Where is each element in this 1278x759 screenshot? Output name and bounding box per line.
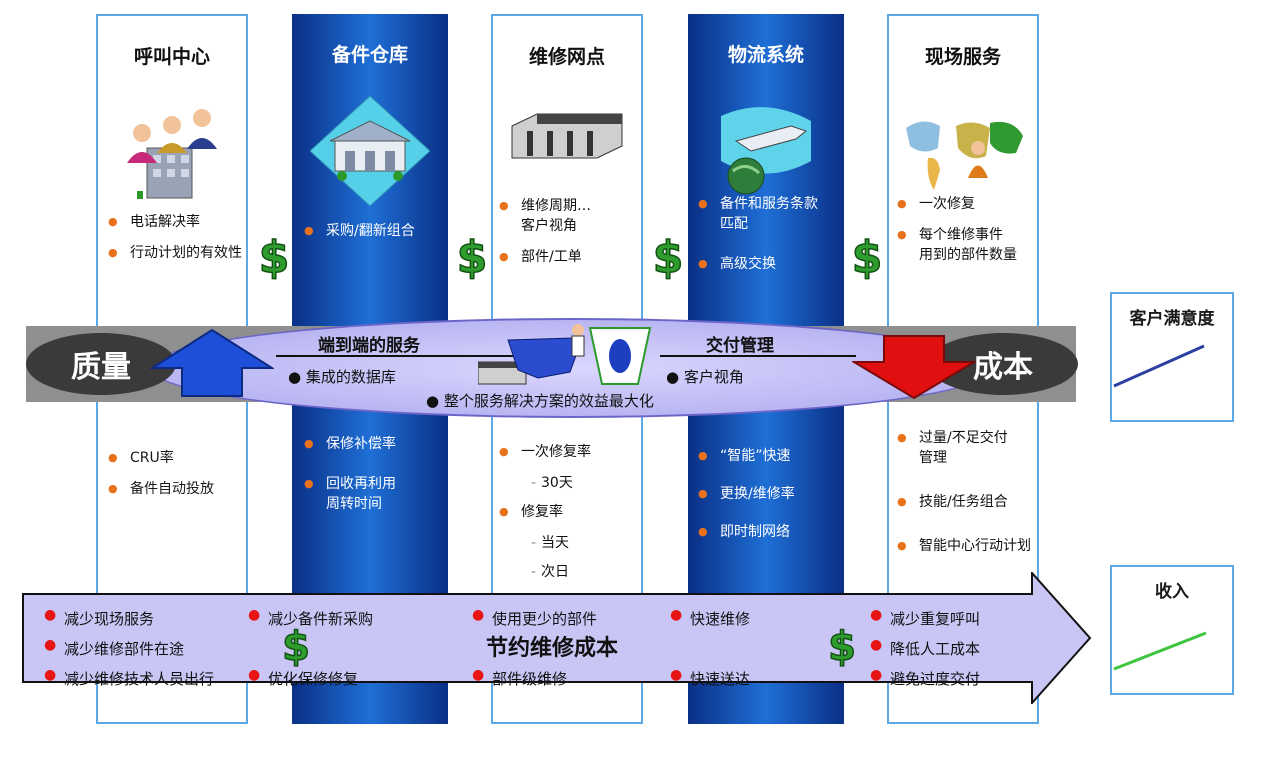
world-map-icon (889, 98, 1037, 208)
integrated-database-text: ● 集成的数据库 (288, 368, 396, 386)
up-arrow-icon (150, 328, 274, 397)
revenue-title: 收入 (1155, 582, 1189, 602)
warehouse-top-list: 采购/翻新组合 (304, 221, 415, 252)
list-item: 保修补偿率 (304, 434, 396, 454)
call-center-top-list: 电话解决率 行动计划的有效性 (108, 212, 242, 274)
svg-text:$: $ (852, 232, 883, 280)
trend-up-line (1113, 631, 1207, 671)
dollar-icon: $ (851, 232, 883, 280)
list-sub-item: 次日 (499, 562, 591, 582)
repair-bottom-list: 一次修复率 30天 修复率 当天 次日 (499, 442, 591, 591)
call-center-bottom-list: CRU率 备件自动投放 (108, 448, 214, 510)
column-title: 维修网点 (528, 46, 605, 68)
column-title: 备件仓库 (331, 44, 408, 66)
dollar-icon: $ (456, 232, 488, 280)
list-sub-item: 30天 (499, 473, 591, 493)
savings-item: 快速送达 (670, 667, 750, 689)
field-bottom-list: 过量/不足交付 管理 技能/任务组合 智能中心行动计划 (897, 428, 1031, 567)
column-title: 现场服务 (924, 46, 1001, 68)
savings-item: 优化保修修复 (248, 667, 358, 689)
list-item: 备件自动投放 (108, 479, 214, 499)
list-item: 智能中心行动计划 (897, 536, 1031, 556)
bullet-text: 客户视角 (683, 368, 744, 386)
bullet-text: 整个服务解决方案的效益最大化 (443, 392, 654, 410)
list-item: 电话解决率 (108, 212, 242, 232)
dollar-icon: $ (281, 623, 310, 668)
savings-item: 减少维修技术人员出行 (44, 667, 214, 689)
delivery-management-title: 交付管理 (706, 336, 774, 356)
call-center-people-icon (98, 98, 246, 208)
dollar-icon: $ (827, 623, 856, 668)
savings-item: 降低人工成本 (870, 637, 980, 659)
end-to-end-service-title: 端到端的服务 (318, 336, 420, 356)
repair-top-list: 维修周期… 客户视角 部件/工单 (499, 196, 591, 278)
trend-up-line (1113, 344, 1205, 388)
svg-text:$: $ (457, 232, 488, 280)
logistics-bottom-list: “智能”快速 更换/维修率 即时制网络 (698, 446, 795, 553)
list-item: 一次修复 (897, 194, 1017, 214)
svg-text:$: $ (653, 232, 684, 280)
usa-map-icon (478, 324, 652, 385)
list-item: 一次修复率 (499, 442, 591, 462)
list-item: 回收再利用 周转时间 (304, 474, 396, 514)
savings-item: 部件级维修 (472, 667, 567, 689)
logistics-top-list: 备件和服务条款 匹配 高级交换 (698, 194, 818, 285)
dollar-icon: $ (652, 232, 684, 280)
list-item: 高级交换 (698, 254, 818, 274)
list-sub-item: 当天 (499, 533, 591, 553)
down-arrow-icon (852, 335, 976, 400)
revenue-box: 收入 (1110, 565, 1234, 695)
warehouse-bottom-list: 保修补偿率 回收再利用 周转时间 (304, 434, 396, 525)
list-item: 备件和服务条款 匹配 (698, 194, 818, 234)
customer-view-text: ● 客户视角 (666, 368, 744, 386)
svg-text:$: $ (828, 624, 856, 668)
savings-item: 减少现场服务 (44, 607, 154, 629)
list-item: 过量/不足交付 管理 (897, 428, 1031, 468)
list-item: 采购/翻新组合 (304, 221, 415, 241)
savings-item: 减少维修部件在途 (44, 637, 184, 659)
list-item: 更换/维修率 (698, 484, 795, 504)
list-item: 部件/工单 (499, 247, 591, 267)
savings-item: 快速维修 (670, 607, 750, 629)
column-title: 呼叫中心 (133, 46, 210, 68)
list-item: 行动计划的有效性 (108, 243, 242, 263)
warehouse-icon (292, 96, 448, 206)
maximize-benefit-text: ● 整个服务解决方案的效益最大化 (426, 392, 654, 410)
cost-label: 成本 (928, 333, 1078, 395)
divider (660, 355, 856, 357)
list-item: CRU率 (108, 448, 214, 468)
svg-text:$: $ (282, 624, 310, 668)
customer-satisfaction-title: 客户满意度 (1129, 309, 1215, 329)
bullet-text: 集成的数据库 (305, 368, 396, 386)
repair-building-icon (493, 96, 641, 176)
list-item: 维修周期… 客户视角 (499, 196, 591, 236)
list-item: 即时制网络 (698, 522, 795, 542)
center-ellipse (150, 318, 994, 418)
list-item: 每个维修事件 用到的部件数量 (897, 225, 1017, 265)
list-item: 修复率 (499, 502, 591, 522)
customer-satisfaction-box: 客户满意度 (1110, 292, 1234, 422)
savings-item: 减少重复呼叫 (870, 607, 980, 629)
column-title: 物流系统 (727, 44, 804, 66)
svg-text:$: $ (259, 232, 290, 280)
savings-item: 使用更少的部件 (472, 607, 597, 629)
divider (276, 355, 516, 357)
field-top-list: 一次修复 每个维修事件 用到的部件数量 (897, 194, 1017, 276)
savings-item: 避免过度交付 (870, 667, 980, 689)
quality-label: 质量 (26, 333, 176, 395)
savings-item: 减少备件新采购 (248, 607, 373, 629)
airplane-globe-icon (688, 96, 844, 206)
dollar-icon: $ (258, 232, 290, 280)
savings-title: 节约维修成本 (486, 636, 619, 661)
list-item: “智能”快速 (698, 446, 795, 466)
list-item: 技能/任务组合 (897, 492, 1031, 512)
